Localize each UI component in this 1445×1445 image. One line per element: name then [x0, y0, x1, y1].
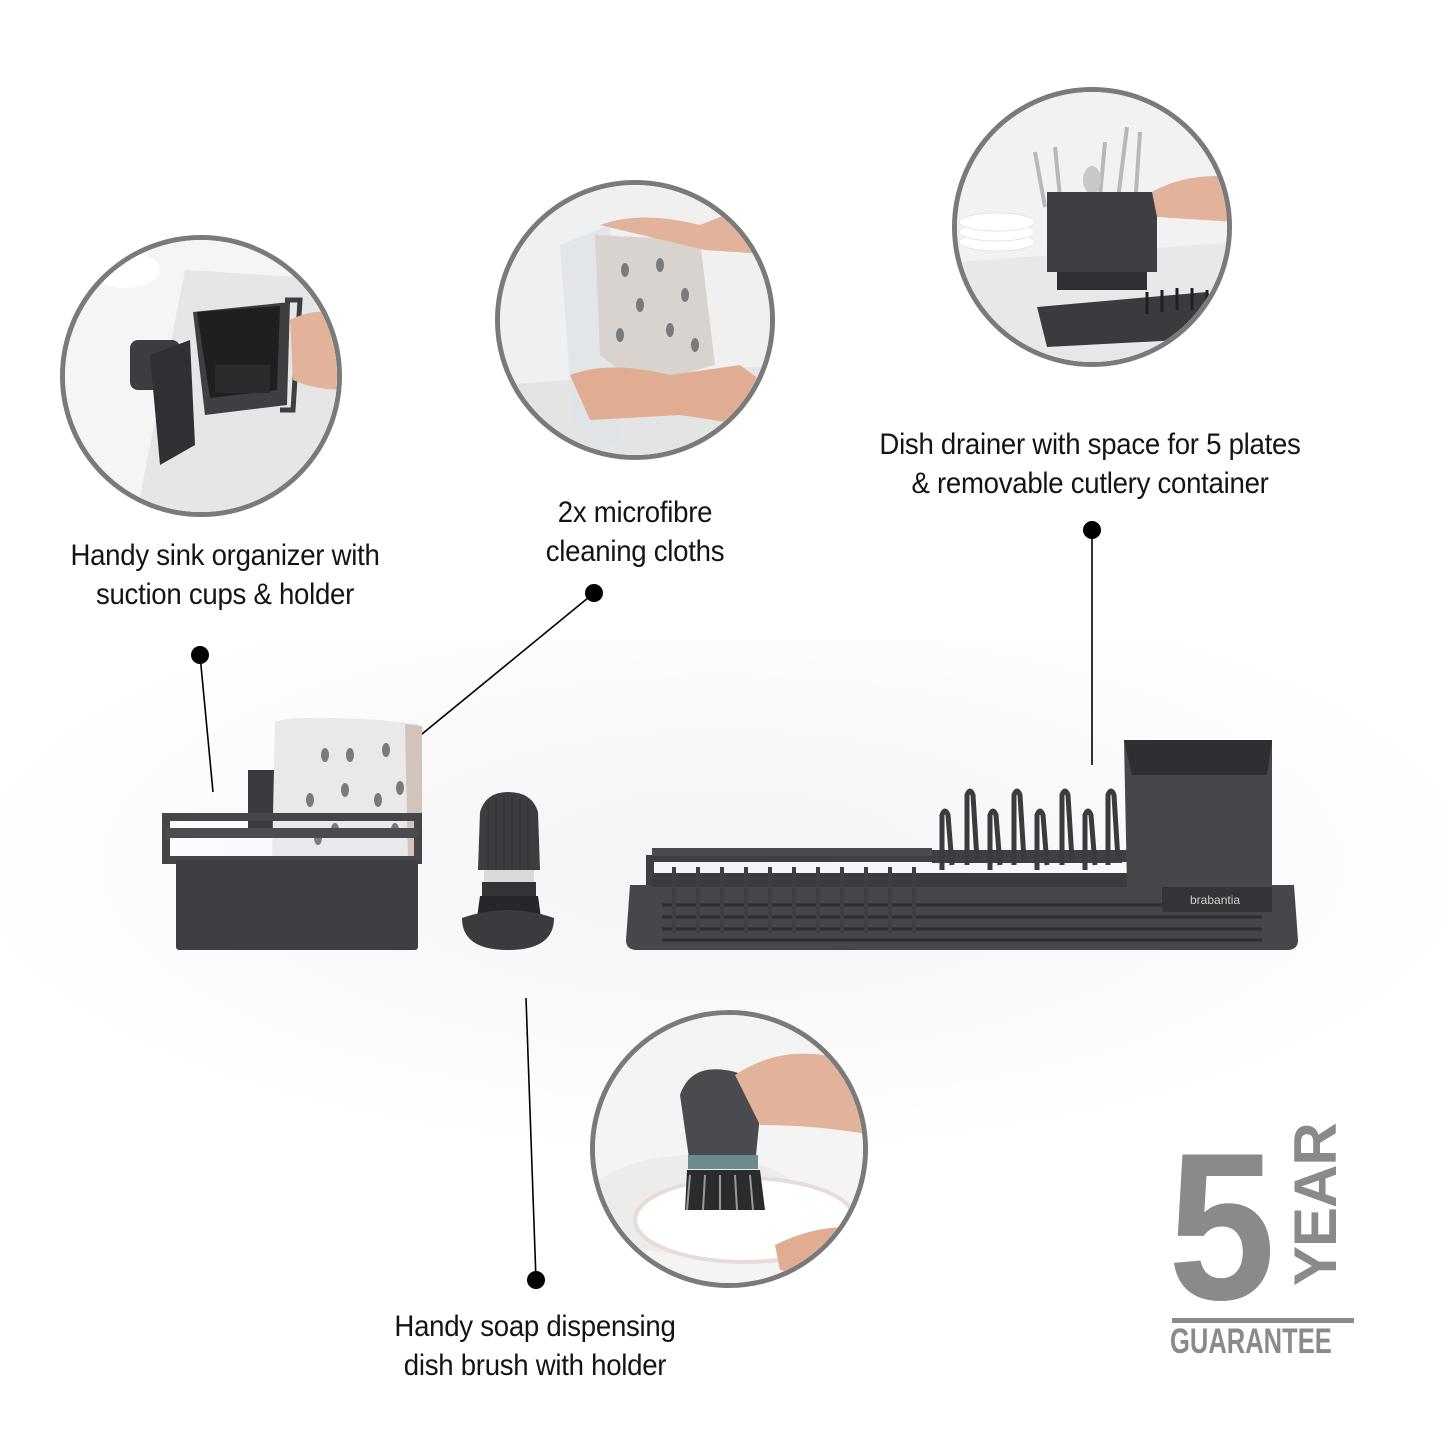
callout-dot-dish-brush — [527, 1271, 545, 1289]
caption-dish-brush: Handy soap dispensing dish brush with ho… — [374, 1307, 696, 1385]
caption-line-1: Handy sink organizer with — [70, 539, 380, 572]
microfibre-cloth-image — [272, 717, 422, 862]
caption-line-2: & removable cutlery container — [911, 467, 1269, 500]
product-dish-brush — [462, 792, 554, 950]
detail-photo-dish-brush — [590, 1010, 868, 1288]
guarantee-number: 5 — [1168, 1109, 1276, 1344]
callout-dot-microfibre-cloths — [585, 584, 603, 602]
product-dish-drainer — [626, 740, 1298, 950]
dish-brush-illustration — [595, 1015, 863, 1283]
caption-line-1: Handy soap dispensing — [394, 1310, 676, 1343]
guarantee-badge: 5 YEAR GUARANTEE — [1168, 1122, 1358, 1361]
callout-dot-dish-drainer — [1083, 521, 1101, 539]
callout-line-sink-organizer — [199, 654, 214, 793]
product-sink-organizer — [162, 717, 422, 950]
caption-line-1: 2x microfibre — [557, 496, 713, 529]
callout-line-microfibre-cloths — [399, 592, 595, 753]
drainer-wire-bars — [672, 867, 916, 933]
caption-dish-drainer: Dish drainer with space for 5 plates & r… — [851, 425, 1329, 503]
callout-dot-sink-organizer — [191, 646, 209, 664]
guarantee-label: GUARANTEE — [1170, 1322, 1332, 1361]
detail-photo-microfibre-cloths — [495, 180, 775, 460]
callout-line-dish-brush — [525, 997, 537, 1281]
caption-line-2: cleaning cloths — [545, 535, 725, 568]
dish-drainer-illustration — [957, 92, 1227, 362]
guarantee-unit: YEAR — [1282, 1123, 1349, 1286]
caption-line-1: Dish drainer with space for 5 plates — [879, 428, 1301, 461]
caption-sink-organizer: Handy sink organizer with suction cups &… — [46, 536, 405, 614]
plate-rack-prongs — [939, 788, 1121, 870]
brand-label: brabantia — [1190, 893, 1241, 907]
detail-photo-dish-drainer — [952, 87, 1232, 367]
guarantee-divider — [1172, 1318, 1354, 1323]
caption-line-2: suction cups & holder — [95, 578, 355, 611]
caption-microfibre-cloths: 2x microfibre cleaning cloths — [492, 493, 777, 571]
caption-line-2: dish brush with holder — [403, 1349, 667, 1382]
